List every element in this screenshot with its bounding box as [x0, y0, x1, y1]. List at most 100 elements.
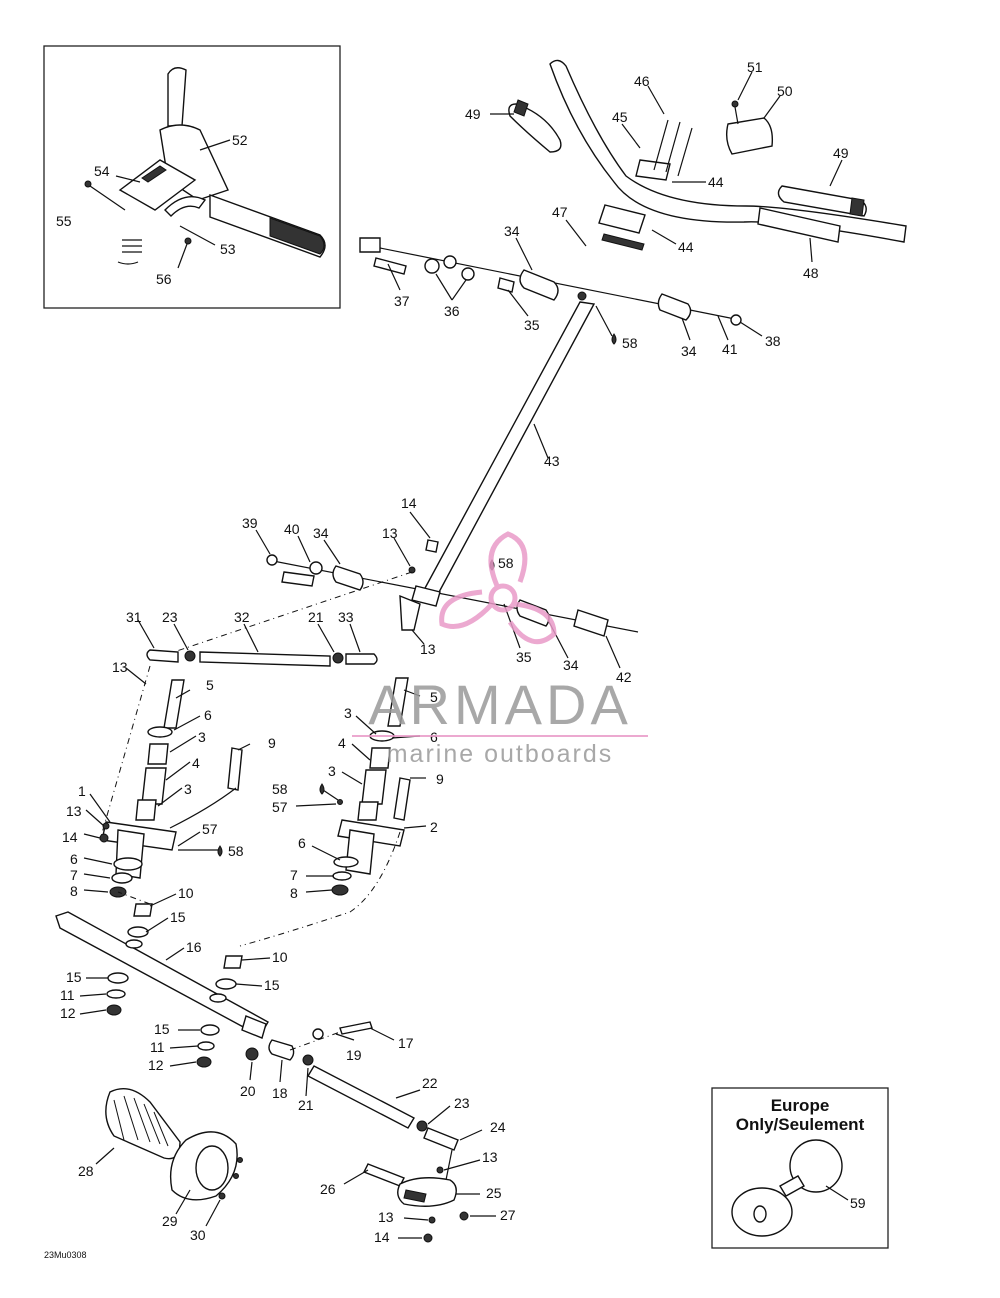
callout-7-a: 7 [70, 867, 78, 883]
callout-2: 2 [430, 819, 438, 835]
callout-35-b: 35 [516, 649, 532, 665]
callout-14-b: 14 [62, 829, 78, 845]
callout-15-c: 15 [66, 969, 82, 985]
callout-13-c: 13 [112, 659, 128, 675]
callout-34-c: 34 [313, 525, 329, 541]
callout-6-a: 6 [204, 707, 212, 723]
callout-57-a: 57 [202, 821, 218, 837]
callout-49-left: 49 [465, 106, 481, 122]
callout-35-a: 35 [524, 317, 540, 333]
callout-3-b: 3 [184, 781, 192, 797]
callout-4-a: 4 [192, 755, 200, 771]
callout-58-a: 58 [622, 335, 638, 351]
callout-23-b: 23 [454, 1095, 470, 1111]
callout-21-a: 21 [308, 609, 324, 625]
boot-and-plate: 28 29 30 [78, 1088, 243, 1243]
callout-5-a: 5 [206, 677, 214, 693]
callout-56: 56 [156, 271, 172, 287]
callout-21-b: 21 [298, 1097, 314, 1113]
callout-13-b: 13 [420, 641, 436, 657]
callout-57-b: 57 [272, 799, 288, 815]
callout-52: 52 [232, 132, 248, 148]
upper-linkage: 34 37 36 35 58 34 41 38 [359, 223, 781, 359]
callout-27: 27 [500, 1207, 516, 1223]
europe-label-line2: Only/Seulement [736, 1115, 865, 1134]
callout-33: 33 [338, 609, 354, 625]
callout-55: 55 [56, 213, 72, 229]
callout-59: 59 [850, 1195, 866, 1211]
drawing-code: 23Mu0308 [44, 1250, 87, 1260]
callout-47: 47 [552, 204, 568, 220]
watermark-brand: ARMADA [368, 673, 632, 736]
callout-9-b: 9 [436, 771, 444, 787]
callout-14-a: 14 [401, 495, 417, 511]
callout-46: 46 [634, 73, 650, 89]
callout-15-b: 15 [264, 977, 280, 993]
callout-48: 48 [803, 265, 819, 281]
callout-49-right: 49 [833, 145, 849, 161]
callout-10-b: 10 [272, 949, 288, 965]
callout-51: 51 [747, 59, 763, 75]
steering-column: 43 [422, 301, 596, 595]
callout-34-a: 34 [504, 223, 520, 239]
callout-54: 54 [94, 163, 110, 179]
callout-3-a: 3 [198, 729, 206, 745]
callout-19: 19 [346, 1047, 362, 1063]
callout-17: 17 [398, 1035, 414, 1051]
callout-58-d: 58 [272, 781, 288, 797]
callout-7-b: 7 [290, 867, 298, 883]
callout-37: 37 [394, 293, 410, 309]
callout-58-c: 58 [228, 843, 244, 859]
callout-10-a: 10 [178, 885, 194, 901]
callout-3-c: 3 [344, 705, 352, 721]
callout-30: 30 [190, 1227, 206, 1243]
callout-44-upper: 44 [708, 174, 724, 190]
lower-tie-rod: 19 17 20 18 21 22 23 24 [240, 1021, 506, 1181]
callout-8-b: 8 [290, 885, 298, 901]
callout-40: 40 [284, 521, 300, 537]
callout-18: 18 [272, 1085, 288, 1101]
callout-25: 25 [486, 1185, 502, 1201]
callout-20: 20 [240, 1083, 256, 1099]
callout-38: 38 [765, 333, 781, 349]
callout-16: 16 [186, 939, 202, 955]
callout-32: 32 [234, 609, 250, 625]
callout-1: 1 [78, 783, 86, 799]
callout-34-b: 34 [681, 343, 697, 359]
callout-36: 36 [444, 303, 460, 319]
callout-11-b: 11 [150, 1039, 165, 1055]
inset-handlebar-detail: 52 54 55 53 56 [43, 45, 341, 309]
callout-31: 31 [126, 609, 142, 625]
watermark: ARMADA marine outboards [352, 531, 648, 768]
callout-42: 42 [616, 669, 632, 685]
callout-22: 22 [422, 1075, 438, 1091]
callout-28: 28 [78, 1163, 94, 1179]
handlebar-assembly: 49 46 45 51 50 49 44 44 47 48 [465, 59, 907, 281]
upper-tie-rod: 31 23 32 21 33 [126, 609, 378, 667]
propeller-logo [439, 531, 557, 645]
callout-13-f: 13 [378, 1209, 394, 1225]
callout-12-a: 12 [60, 1005, 76, 1021]
callout-4-b: 4 [338, 735, 346, 751]
callout-43: 43 [544, 453, 560, 469]
callout-3-d: 3 [328, 763, 336, 779]
callout-39: 39 [242, 515, 258, 531]
callout-34-d: 34 [563, 657, 579, 673]
callout-11-a: 11 [60, 987, 75, 1003]
callout-41: 41 [722, 341, 738, 357]
callout-6-d: 6 [298, 835, 306, 851]
callout-53: 53 [220, 241, 236, 257]
callout-13-d: 13 [66, 803, 82, 819]
callout-14-c: 14 [374, 1229, 390, 1245]
callout-45: 45 [612, 109, 628, 125]
nozzle-bracket: 26 13 25 13 27 14 [320, 1149, 516, 1245]
callout-23-a: 23 [162, 609, 178, 625]
callout-15-d: 15 [154, 1021, 170, 1037]
europe-label-line1: Europe [771, 1096, 830, 1115]
callout-50: 50 [777, 83, 793, 99]
callout-8-a: 8 [70, 883, 78, 899]
callout-15-a: 15 [170, 909, 186, 925]
lower-crossbar: 10 15 16 10 15 15 11 12 15 11 12 [55, 885, 288, 1073]
callout-6-b: 6 [70, 851, 78, 867]
